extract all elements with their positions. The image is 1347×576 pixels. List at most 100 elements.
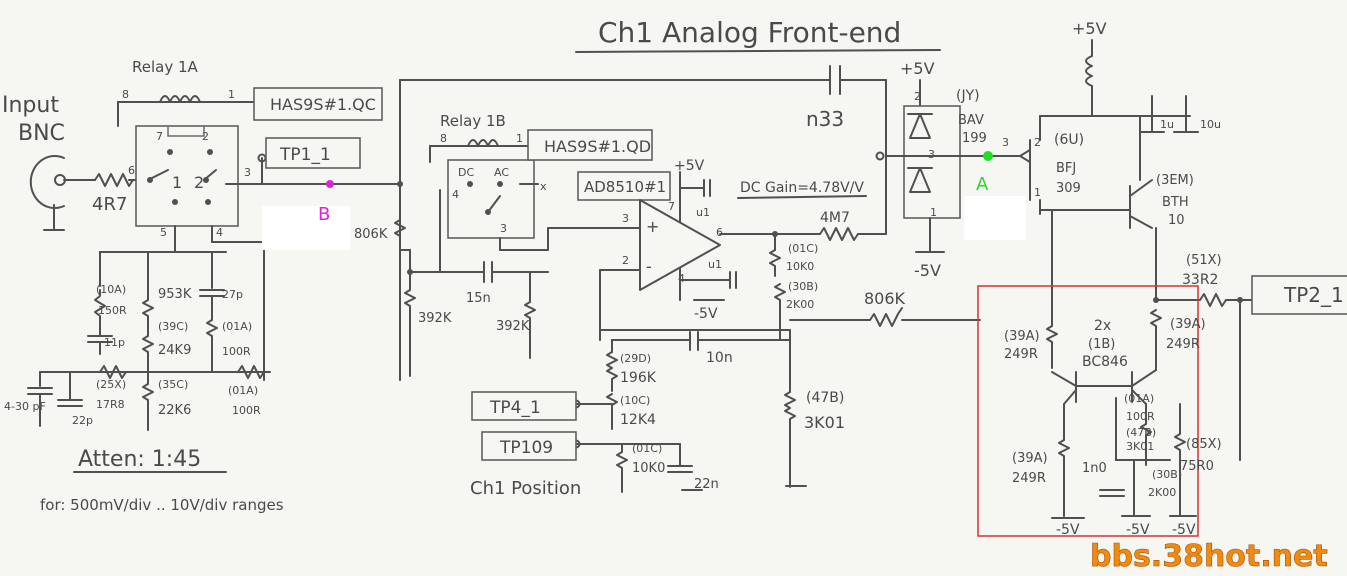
relay-1a-coil-net-box (253, 87, 383, 121)
marker-b-dot (326, 180, 334, 188)
rail-m5v-1: -5V (1056, 522, 1080, 538)
jfet-pin3: 3 (1002, 136, 1009, 149)
tp109-box (481, 431, 577, 461)
ranges-note: for: 500mV/div .. 10V/div ranges (40, 496, 284, 514)
relay-1b-pin4: 4 (452, 188, 459, 201)
relay-1a-coil-net: HAS9S#1.QC (270, 95, 376, 114)
opamp-cap-bot: u1 (708, 258, 722, 271)
label-10k0-a: 10K0 (786, 260, 814, 273)
relay-1b-pin1: 1 (516, 132, 523, 145)
relay-1b-pin3: 3 (500, 222, 507, 235)
rail-m5v-2: -5V (1126, 522, 1150, 538)
relay-1a-label: Relay 1A (132, 58, 199, 76)
marker-a-label: A (976, 174, 989, 195)
label-24k9: 24K9 (158, 343, 191, 358)
tp4-box (471, 391, 577, 421)
label-2k00-a: 2K00 (786, 298, 814, 311)
relay-1b-x: x (540, 180, 547, 193)
marker-b-label-overlay: B (318, 204, 330, 225)
opamp-plus: + (646, 217, 659, 236)
watermark: bbs.38hot.net (1090, 539, 1328, 572)
label-953k: 953K (158, 287, 192, 302)
label-150r: 150R (98, 304, 127, 317)
label-39a-bl: (39A) (1012, 451, 1048, 466)
label-27p: 27p (222, 288, 243, 301)
jfet-pin1: 1 (1034, 186, 1041, 199)
label-100r-a: 100R (222, 345, 251, 358)
label-196k: 196K (620, 370, 657, 386)
diode-block-box (903, 105, 961, 219)
label-249r-r: 249R (1166, 337, 1200, 352)
label-4r7: 4R7 (92, 194, 127, 215)
label-29d: (29D) (620, 352, 651, 365)
opamp-vpos: +5V (674, 158, 705, 174)
relay-1a-pin6: 6 (128, 164, 135, 177)
relay-1a-pin7: 7 (156, 130, 163, 143)
label-1b: (1B) (1088, 337, 1115, 352)
bjt-3em: (3EM) (1156, 173, 1194, 188)
label-4m7: 4M7 (820, 210, 850, 226)
label-10c: (10C) (620, 394, 650, 407)
diode-pin3: 3 (928, 148, 935, 161)
label-n33: n33 (806, 107, 844, 131)
relay-1a-pin5: 5 (160, 226, 167, 239)
label-12k4: 12K4 (620, 412, 656, 428)
input-label-2: BNC (18, 121, 65, 146)
relay-1a-pin4: 4 (216, 226, 223, 239)
label-100r-c: 100R (1126, 410, 1155, 423)
label-2x: 2x (1094, 318, 1111, 334)
relay-1a-sw2: 2 (194, 173, 204, 192)
label-22k6: 22K6 (158, 403, 191, 418)
diode-m5v: -5V (914, 261, 941, 280)
label-392k-a: 392K (418, 311, 452, 326)
label-51x: (51X) (1186, 253, 1222, 268)
label-33r2: 33R2 (1182, 272, 1218, 288)
label-2k00-c: 2K00 (1148, 486, 1176, 499)
label-75r0: 75R0 (1180, 459, 1214, 474)
opamp-name-box (577, 171, 671, 201)
diode-jy: (JY) (956, 88, 980, 104)
label-30b-a: (30B) (788, 280, 818, 293)
tp1-box (265, 137, 361, 169)
label-01c-a: (01C) (788, 242, 818, 255)
jfet-pin2: 2 (1034, 136, 1041, 149)
label-10k0-b: 10K0 (632, 461, 665, 476)
label-25x: (25X) (96, 378, 126, 391)
relay-1a-switch-icon (147, 126, 217, 205)
label-249r-bl: 249R (1012, 471, 1046, 486)
opamp-pin3: 3 (622, 212, 629, 225)
diode-pin2: 2 (914, 90, 921, 103)
label-10u: 10u (1200, 118, 1221, 131)
label-806k-b: 806K (864, 289, 906, 308)
jfet-6u: (6U) (1054, 132, 1084, 148)
label-22n: 22n (694, 477, 719, 492)
relay-1a-pin1: 1 (228, 88, 235, 101)
label-bc846: BC846 (1082, 354, 1128, 370)
label-3k01-c: 3K01 (1126, 440, 1154, 453)
relay-1b-ac: AC (494, 166, 509, 179)
relay-1a-box (135, 125, 239, 227)
label-47b-c: (47B) (1126, 426, 1156, 439)
label-3k01: 3K01 (804, 413, 845, 432)
opamp-minus: - (646, 257, 652, 276)
tp1-label: TP1_1 (279, 145, 331, 165)
relay-1b-coil-net-box (527, 129, 653, 161)
tp2-label: TP2_1 (1283, 283, 1344, 307)
jfet-309: 309 (1056, 181, 1081, 196)
label-392k-b: 392K (496, 319, 530, 334)
relay-1b-box (447, 159, 535, 239)
label-22p: 22p (72, 414, 93, 427)
dc-gain-label: DC Gain=4.78V/V (740, 180, 864, 196)
label-10n: 10n (706, 350, 733, 366)
label-4-30pf: 4-30 pF (4, 400, 46, 413)
tp2-box (1251, 275, 1347, 315)
label-17r8: 17R8 (96, 398, 125, 411)
diode-bav: BAV (958, 113, 984, 128)
diode-pin1: 1 (930, 206, 937, 219)
ch1-position-label: Ch1 Position (470, 478, 581, 499)
diagram-title: Ch1 Analog Front-end (598, 16, 901, 49)
label-15n: 15n (466, 291, 491, 306)
title-underline (575, 49, 941, 53)
relay-1b-dc: DC (458, 166, 474, 179)
